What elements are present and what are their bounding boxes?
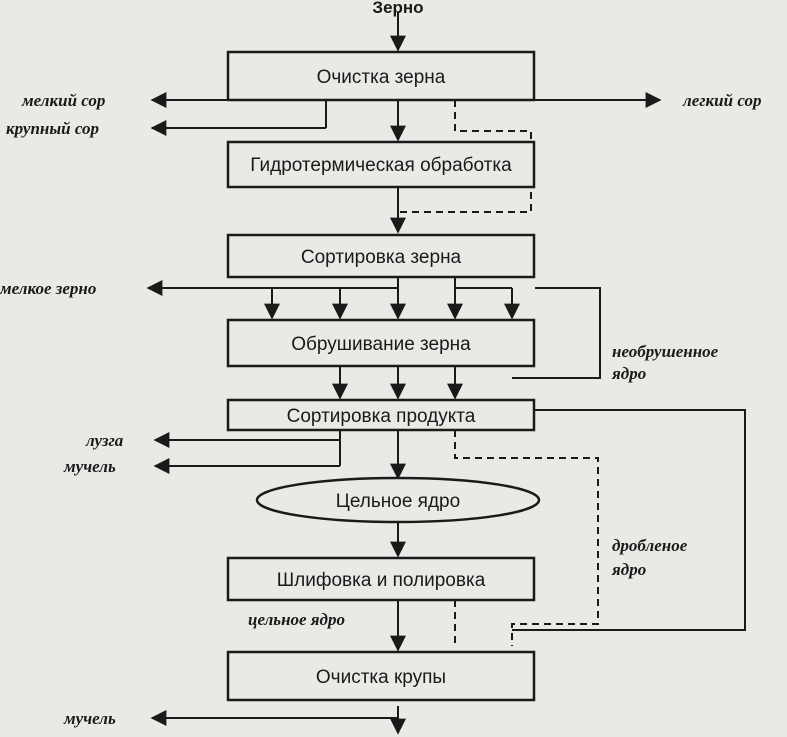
box-polish [226,556,536,602]
label-small-grain: мелкое зерно [0,279,96,298]
box-whole-kernel-label: Цельное ядро [336,491,460,512]
box-hydro-label: Гидротермическая обработка [250,155,512,176]
box-sort-grain [226,233,536,279]
box-polish-label: Шлифовка и полировка [277,570,486,591]
label-large-weed: крупный сор [6,119,99,138]
loop-unhulled [512,287,601,379]
top-label: Зерно [372,0,423,17]
label-small-weed: мелкий сор [21,91,105,110]
box-cleaning [226,50,536,102]
box-groats-clean-label: Очистка крупы [316,667,446,688]
label-mealy-2: мучель [63,709,116,728]
label-whole-kernel: цельное ядро [248,610,345,629]
box-sort-product-label: Сортировка продукта [287,406,476,427]
box-groats-clean [226,650,536,702]
label-unhulled-2: ядро [611,364,646,383]
label-unhulled-1: необрушенное [612,342,719,361]
box-whole-kernel [255,476,541,524]
dashed-broken-kernel [454,430,599,646]
box-hydro [226,140,536,189]
label-broken-2: ядро [611,560,646,579]
label-light-weed: легкий сор [682,91,761,110]
label-husk: лузга [85,431,124,450]
box-cleaning-label: Очистка зерна [317,67,446,88]
dashed-bypass-hydro [398,100,532,213]
box-hulling [226,318,536,368]
box-hulling-label: Обрушивание зерна [291,334,471,355]
box-sort-grain-label: Сортировка зерна [301,247,462,268]
box-sort-product [226,398,536,432]
label-mealy-1: мучель [63,457,116,476]
label-broken-1: дробленое [612,536,688,555]
loop-right [512,409,746,631]
